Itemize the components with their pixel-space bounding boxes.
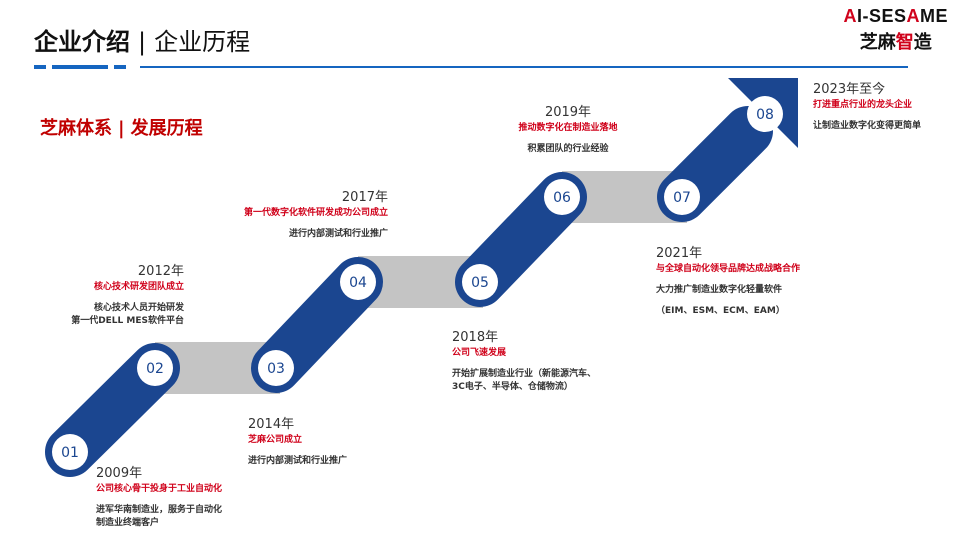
- logo-english: AI-SESAME: [843, 6, 948, 27]
- milestone-2014-year: 2014年: [248, 417, 295, 432]
- milestone-2009-desc-2: 制造业终端客户: [96, 517, 160, 528]
- milestone-2014-highlight: 芝麻公司成立: [248, 434, 303, 445]
- milestone-2023-highlight: 打进重点行业的龙头企业: [813, 99, 913, 110]
- step-circle-05: [462, 264, 498, 300]
- navy-segment-3: [455, 172, 587, 307]
- milestone-2017-year: 2017年: [341, 190, 388, 205]
- step-label-07: 07: [673, 190, 691, 206]
- milestone-2019: 2019年 推动数字化在制造业落地 积累团队的行业经验: [464, 105, 672, 156]
- step-07: 07: [664, 179, 700, 215]
- milestone-2023-desc-1: 让制造业数字化变得更简单: [813, 120, 922, 131]
- milestone-2018-desc-2: 3C电子、半导体、仓储物流）: [452, 381, 573, 392]
- step-08: 08: [747, 96, 783, 132]
- milestone-2012: 2012年 核心技术研发团队成立 核心技术人员开始研发 第一代DELL MES软…: [52, 264, 184, 328]
- logo-chinese: 芝麻智造: [843, 28, 948, 54]
- milestone-2023: 2023年至今 打进重点行业的龙头企业 让制造业数字化变得更简单: [813, 82, 921, 133]
- logo-letter-a: A: [843, 6, 857, 26]
- step-label-06: 06: [553, 190, 571, 206]
- step-label-02: 02: [146, 361, 164, 377]
- section-title-left: 芝麻体系: [40, 118, 112, 139]
- milestone-2023-year: 2023年至今: [813, 82, 886, 97]
- milestone-2017-desc-1: 进行内部测试和行业推广: [288, 228, 388, 239]
- step-circle-01: [52, 434, 88, 470]
- milestone-2009-year: 2009年: [96, 466, 143, 481]
- milestone-2014: 2014年 芝麻公司成立 进行内部测试和行业推广: [248, 417, 347, 468]
- logo-text-end: ME: [920, 6, 948, 26]
- milestone-2014-desc-1: 进行内部测试和行业推广: [248, 455, 348, 466]
- milestone-2019-highlight: 推动数字化在制造业落地: [518, 122, 618, 133]
- header-bar-dash-3: [114, 65, 126, 69]
- step-01: 01: [52, 434, 88, 470]
- milestone-2012-desc-2: 第一代DELL MES软件平台: [71, 315, 184, 326]
- milestone-2018-highlight: 公司飞速发展: [452, 347, 507, 358]
- title-separator: |: [138, 28, 147, 56]
- page-title-main: 企业介绍: [34, 28, 130, 56]
- milestone-2018-desc-1: 开始扩展制造业行业（新能源汽车、: [452, 368, 597, 379]
- navy-segment-1: [45, 343, 180, 477]
- milestone-2021: 2021年 与全球自动化领导品牌达成战略合作 大力推广制造业数字化轻量软件 （E…: [656, 246, 800, 318]
- step-label-04: 04: [349, 275, 367, 291]
- step-circle-07: [664, 179, 700, 215]
- step-02: 02: [137, 350, 173, 386]
- milestone-2021-year: 2021年: [656, 246, 703, 261]
- header-divider-line: [140, 66, 908, 68]
- section-title-right: 发展历程: [130, 118, 203, 139]
- section-title-separator: |: [118, 118, 125, 139]
- milestone-2017-highlight: 第一代数字化软件研发成功公司成立: [243, 207, 388, 218]
- logo-cn-2: 智: [895, 32, 914, 53]
- milestone-2021-desc-2: （EIM、ESM、ECM、EAM）: [656, 305, 785, 316]
- step-circle-03: [258, 350, 294, 386]
- logo-cn-3: 造: [913, 32, 932, 53]
- section-title: 芝麻体系 |发展历程: [40, 114, 203, 140]
- step-circle-08: [747, 96, 783, 132]
- milestone-2021-desc-1: 大力推广制造业数字化轻量软件: [656, 284, 783, 295]
- milestone-2019-year: 2019年: [544, 105, 592, 120]
- milestone-2021-highlight: 与全球自动化领导品牌达成战略合作: [656, 263, 801, 274]
- step-06: 06: [544, 179, 580, 215]
- navy-segment-2: [251, 257, 383, 393]
- step-05: 05: [462, 264, 498, 300]
- page-title: 企业介绍 |企业历程: [34, 22, 250, 57]
- step-circle-04: [340, 264, 376, 300]
- milestone-2017: 2017年 第一代数字化软件研发成功公司成立 进行内部测试和行业推广: [218, 190, 388, 241]
- milestone-2009-desc-1: 进军华南制造业，服务于自动化: [96, 504, 223, 515]
- step-label-03: 03: [267, 361, 285, 377]
- step-circle-02: [137, 350, 173, 386]
- step-circle-06: [544, 179, 580, 215]
- company-logo: AI-SESAME 芝麻智造: [843, 6, 948, 54]
- page-title-sub: 企业历程: [154, 28, 251, 56]
- milestone-2018-year: 2018年: [452, 330, 499, 345]
- milestone-2009: 2009年 公司核心骨干投身于工业自动化 进军华南制造业，服务于自动化 制造业终…: [96, 466, 222, 530]
- milestone-2012-year: 2012年: [137, 264, 184, 279]
- header-bar-dash-2: [52, 65, 108, 69]
- logo-letter-a2: A: [906, 6, 920, 26]
- logo-cn-1: 芝麻: [859, 32, 896, 53]
- header-bar-dash-1: [34, 65, 46, 69]
- milestone-2019-desc-1: 积累团队的行业经验: [527, 143, 609, 154]
- step-label-05: 05: [471, 275, 489, 291]
- milestone-2012-highlight: 核心技术研发团队成立: [93, 281, 184, 292]
- milestone-2018: 2018年 公司飞速发展 开始扩展制造业行业（新能源汽车、 3C电子、半导体、仓…: [452, 330, 596, 394]
- logo-text-mid: I-SES: [856, 6, 907, 26]
- milestone-2012-desc-1: 核心技术人员开始研发: [93, 302, 184, 313]
- step-label-01: 01: [61, 445, 79, 461]
- step-03: 03: [258, 350, 294, 386]
- step-label-08: 08: [756, 107, 774, 123]
- milestone-2009-highlight: 公司核心骨干投身于工业自动化: [96, 483, 223, 494]
- step-04: 04: [340, 264, 376, 300]
